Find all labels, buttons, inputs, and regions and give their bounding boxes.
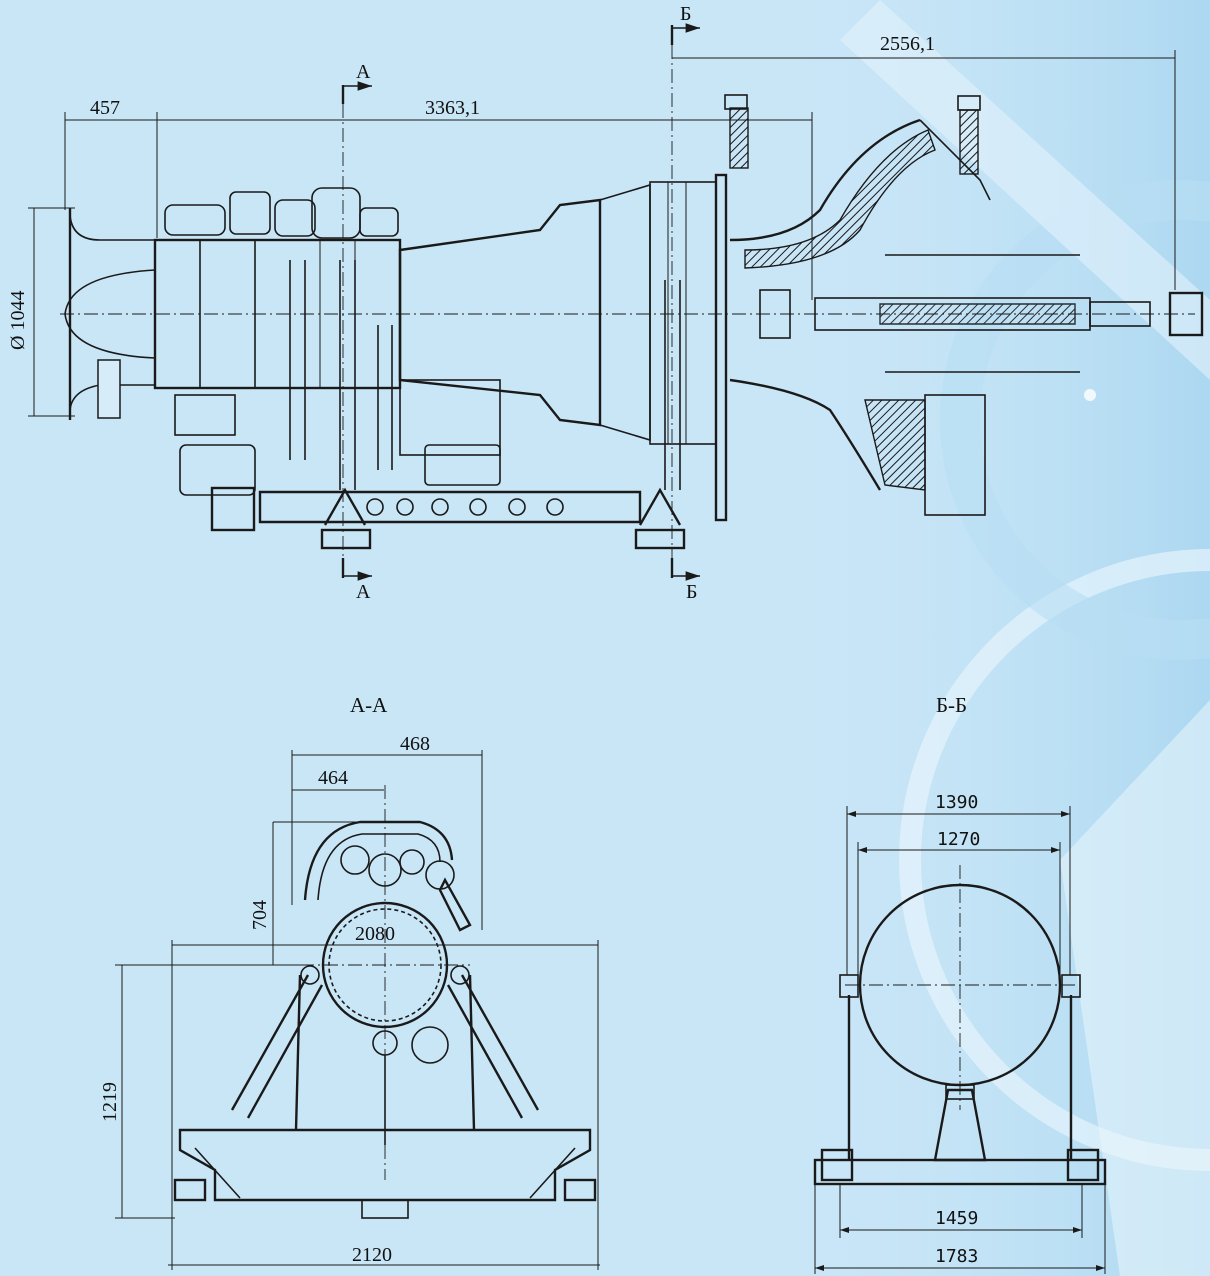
dim-exhaust: 2556,1 bbox=[880, 33, 935, 55]
dim-1459: 1459 bbox=[935, 1208, 978, 1229]
section-a-bottom-label: А bbox=[356, 581, 371, 603]
section-aa: А-А bbox=[99, 693, 600, 1270]
section-bb-title: Б-Б bbox=[936, 693, 967, 717]
dim-1219: 1219 bbox=[99, 1082, 121, 1122]
dim-468: 468 bbox=[400, 733, 430, 755]
dim-1270: 1270 bbox=[937, 829, 980, 850]
dim-1390: 1390 bbox=[935, 792, 978, 813]
dim-inlet: 457 bbox=[90, 97, 120, 119]
dim-2080: 2080 bbox=[355, 923, 395, 945]
section-b-bottom-label: Б bbox=[686, 581, 697, 603]
dim-704: 704 bbox=[249, 900, 271, 930]
top-view: 457 3363,1 2556,1 Ø 1044 А А Б Б bbox=[7, 3, 1204, 603]
section-b-top-label: Б bbox=[680, 3, 691, 25]
dim-2120: 2120 bbox=[352, 1244, 392, 1266]
dim-diameter: Ø 1044 bbox=[7, 291, 29, 350]
dim-464: 464 bbox=[318, 767, 348, 789]
section-a-top-label: А bbox=[356, 61, 371, 83]
dim-1783: 1783 bbox=[935, 1246, 978, 1267]
background-decoration bbox=[760, 0, 1210, 1276]
section-bb: Б-Б 1390 1270 1459 1783 bbox=[813, 693, 1107, 1274]
dim-length: 3363,1 bbox=[425, 97, 480, 119]
section-aa-title: А-А bbox=[350, 693, 388, 717]
